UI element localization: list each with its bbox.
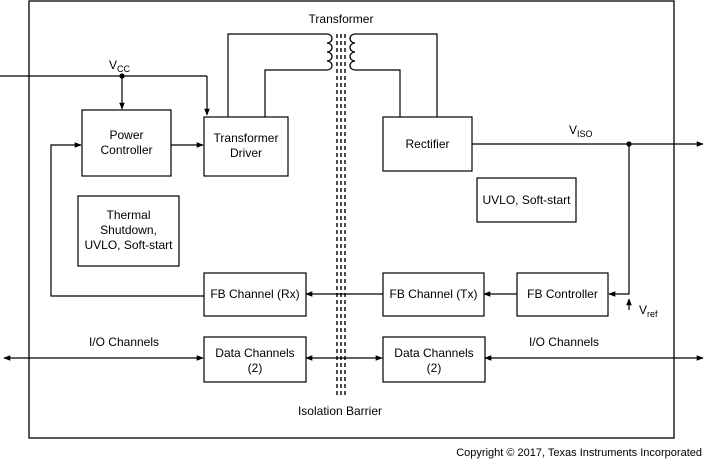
thermal-line2: Shutdown, [100,223,157,237]
primary-wire-bottom [264,69,327,117]
power-controller-block [81,109,172,177]
fb-controller-block [516,272,609,317]
thermal-line1: Thermal [106,208,150,222]
transformer-driver-block [203,116,289,177]
fb-channel-rx-label: FB Channel (Rx) [210,287,299,301]
power-controller-line2: Controller [100,143,152,157]
secondary-wire-top [355,33,438,117]
uvlo-right-label: UVLO, Soft-start [482,193,571,207]
io-channels-right-label: I/O Channels [529,335,599,349]
thermal-line3: UVLO, Soft-start [84,238,173,252]
viso-label: VISO [569,123,593,139]
data-channels-left-line2: (2) [248,361,263,375]
isolation-barrier-lines [336,34,346,396]
vref-label: Vref [639,303,658,319]
data-channels-right-line1: Data Channels [394,346,473,360]
data-channels-left-block [203,336,307,383]
primary-wire-top [227,33,327,117]
viso-junction-dot [626,141,632,147]
data-channels-left-line1: Data Channels [215,346,294,360]
transformer-driver-line1: Transformer [214,131,279,145]
data-channels-right-block [382,336,486,383]
fb-rx-to-power-controller-arrow [50,142,204,297]
vcc-junction-dot [119,73,125,79]
power-controller-line1: Power [109,128,143,142]
data-channels-right-line2: (2) [427,361,442,375]
fb-controller-label: FB Controller [527,287,598,301]
isolation-barrier-label: Isolation Barrier [298,404,382,418]
package-outline [28,0,675,439]
transformer-label: Transformer [309,12,374,26]
transformer-coils [326,33,356,71]
thermal-shutdown-block [77,195,180,267]
rectifier-block [382,116,473,172]
fb-channel-rx-block [203,272,307,317]
io-channels-left-label: I/O Channels [89,335,159,349]
transformer-driver-line2: Driver [230,146,262,160]
viso-to-fb-controller-arrow [608,144,630,297]
uvlo-right-block [476,177,577,223]
rectifier-label: Rectifier [405,137,449,151]
vcc-label: VCC [109,58,131,74]
secondary-wire-bottom [355,69,401,117]
fb-channel-tx-block [382,272,485,317]
fb-channel-tx-label: FB Channel (Tx) [389,287,477,301]
copyright-text: Copyright © 2017, Texas Instruments Inco… [456,447,702,459]
